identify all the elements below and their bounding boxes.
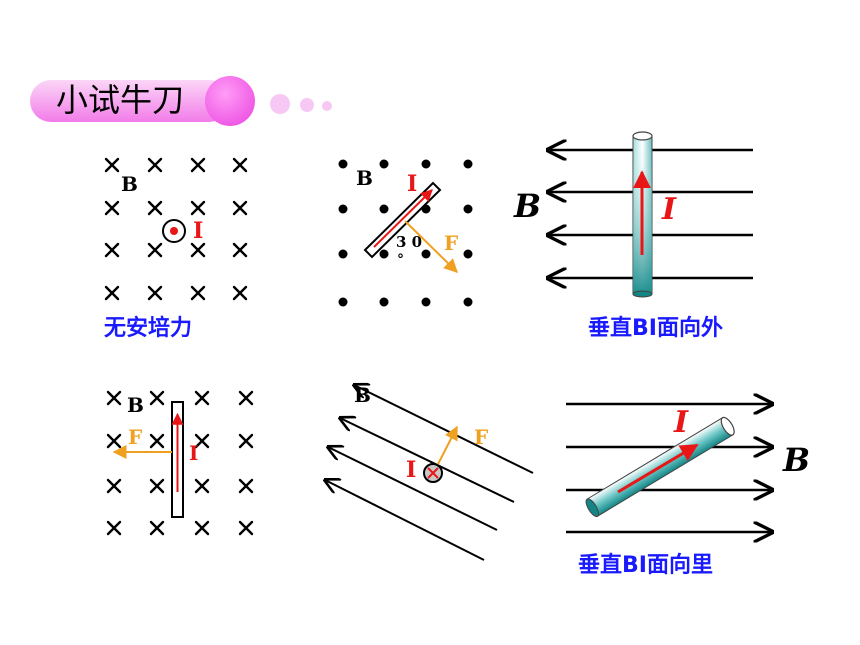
panel-4 [106, 390, 254, 536]
field-label: B [127, 393, 144, 417]
page-title: 小试牛刀 [56, 81, 185, 119]
force-arrow [404, 220, 458, 273]
panel-6 [566, 404, 772, 532]
field-lines [566, 404, 772, 532]
field-crosses [104, 157, 248, 301]
caption-into-plane: 垂直BI面向里 [578, 553, 713, 578]
angle-label: 3 0 [396, 233, 423, 251]
current-label: I [674, 405, 689, 440]
panel-1 [104, 157, 248, 301]
field-lines [325, 385, 534, 561]
current-label: I [407, 171, 418, 197]
field-label: B [356, 166, 373, 190]
current-label: I [406, 457, 417, 483]
field-label: B [514, 187, 542, 225]
caption-out-of-plane: 垂直BI面向外 [588, 316, 723, 341]
panel-5 [325, 385, 534, 561]
force-label: F [128, 425, 143, 449]
title-dots [270, 94, 332, 114]
field-label: B [121, 172, 138, 196]
current-label: I [662, 192, 677, 227]
current-label: I [193, 218, 204, 244]
field-dots [338, 159, 473, 307]
panel-3 [548, 131, 753, 298]
current-label: I [189, 441, 199, 465]
field-label: B [783, 441, 811, 479]
current-arrow [373, 189, 433, 248]
field-label: B [354, 383, 371, 407]
degree-mark: ° [397, 252, 404, 268]
force-label: F [474, 425, 489, 449]
current-arrow [617, 443, 699, 494]
panel-2 [338, 159, 473, 307]
force-label: F [444, 231, 459, 255]
caption-no-force: 无安培力 [104, 316, 193, 341]
title-banner [30, 76, 255, 126]
